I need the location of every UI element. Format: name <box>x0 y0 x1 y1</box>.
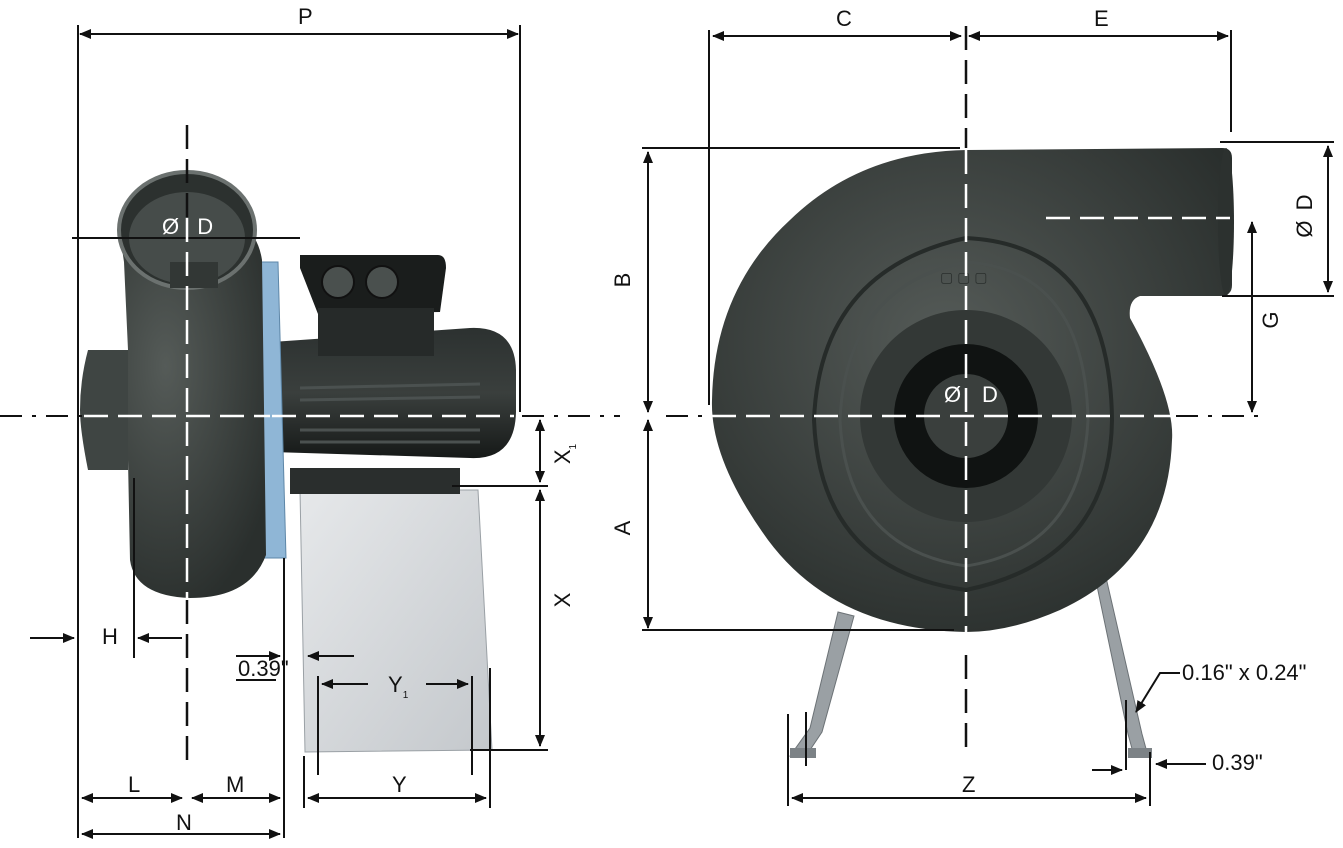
label-x1: X1 <box>550 443 579 464</box>
fan-housing-side <box>83 211 266 598</box>
label-side-outlet-diameter: Ø D <box>162 214 213 239</box>
motor-fins <box>299 382 481 444</box>
label-inlet-diameter: D <box>982 382 998 407</box>
label-m: M <box>226 772 244 797</box>
label-y: Y <box>392 772 407 797</box>
cable-gland-icon <box>365 265 399 299</box>
side-view-lines <box>0 25 620 839</box>
label-h: H <box>102 624 118 649</box>
left-leg <box>789 611 855 757</box>
label-outlet-diameter: Ø D <box>1292 194 1317 237</box>
motor-body <box>272 327 516 459</box>
terminal-box-base <box>318 308 434 356</box>
label-b: B <box>610 273 635 288</box>
label-offset-right: 0.39" <box>1212 750 1263 775</box>
label-y1: Y1 <box>388 672 409 701</box>
label-z: Z <box>962 772 975 797</box>
label-g: G <box>1258 311 1283 328</box>
foot-right <box>1128 748 1152 758</box>
front-view-lines <box>642 26 1334 806</box>
housing-embossing: ▢ ▢ ▢ <box>940 269 987 285</box>
label-p: P <box>298 4 313 29</box>
label-inlet-diameter-symbol: Ø <box>944 382 961 407</box>
label-e: E <box>1094 6 1109 31</box>
label-a: A <box>610 520 635 535</box>
front-view: ▢ ▢ ▢ <box>711 148 1234 758</box>
outlet-face <box>1218 148 1234 296</box>
outlet-inner-shadow <box>170 262 218 288</box>
label-c: C <box>836 6 852 31</box>
motor-stand-plate <box>299 489 493 753</box>
inlet-stub <box>80 350 128 470</box>
side-view <box>80 170 516 753</box>
right-leg <box>1091 559 1149 757</box>
volute-ridge <box>811 236 1115 593</box>
label-slot: 0.16" x 0.24" <box>1182 660 1306 685</box>
cable-gland-icon <box>321 265 355 299</box>
label-n: N <box>176 810 192 835</box>
label-offset-left: 0.39" <box>238 656 289 681</box>
motor-base <box>290 468 460 494</box>
label-l: L <box>128 772 140 797</box>
label-x: X <box>550 592 575 607</box>
foot-left <box>790 748 816 758</box>
